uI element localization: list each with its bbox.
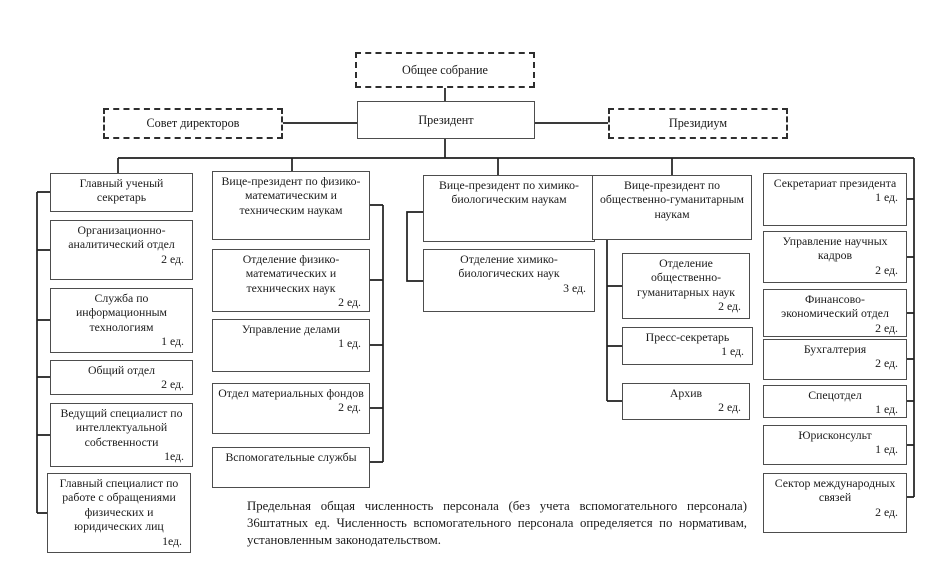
box-label: Отделение физико-математических и технич… <box>242 252 340 295</box>
box-label: Спецотдел <box>808 388 862 402</box>
box-label: Секретариат президента <box>773 176 897 190</box>
box-org-analytical-dept: Организационно-аналитический отдел 2 ед. <box>50 220 193 280</box>
box-label: Общий отдел <box>87 363 156 377</box>
box-label: Пресс-секретарь <box>645 330 730 344</box>
box-label: Президент <box>418 112 474 127</box>
box-support-services: Вспомогательные службы <box>212 447 370 488</box>
box-count: 2 ед. <box>718 299 741 314</box>
box-dept-phys-math: Отделение физико-математических и технич… <box>212 249 370 312</box>
box-material-funds-dept: Отдел материальных фондов 2 ед. <box>212 383 370 434</box>
box-special-dept: Спецотдел 1 ед. <box>763 385 907 418</box>
box-legal-counsel: Юрисконсульт 1 ед. <box>763 425 907 465</box>
box-vp-chem-bio: Вице-президент по химико-биологическим н… <box>423 175 595 242</box>
box-label: Организационно-аналитический отдел <box>68 223 175 252</box>
box-count: 1 ед. <box>875 190 898 205</box>
box-label: Отдел материальных фондов <box>218 386 364 400</box>
box-president-secretariat: Секретариат президента 1 ед. <box>763 173 907 226</box>
box-president: Президент <box>357 101 535 139</box>
staff-limit-footnote: Предельная общая численность персонала (… <box>247 499 747 547</box>
box-count: 1 ед. <box>721 344 744 359</box>
box-label: Общее собрание <box>402 62 488 77</box>
box-ip-specialist: Ведущий специалист по интеллектуальной с… <box>50 403 193 467</box>
box-label: Ведущий специалист по интеллектуальной с… <box>60 406 183 449</box>
box-dept-social-humanities: Отделение общественно-гуманитарных наук … <box>622 253 750 319</box>
box-label: Служба по информационным технологиям <box>75 291 168 334</box>
box-count: 2 ед. <box>338 400 361 415</box>
box-label: Отделение общественно-гуманитарных наук <box>637 256 735 299</box>
box-vp-phys-math: Вице-президент по физико-математическим … <box>212 171 370 240</box>
box-count: 3 ед. <box>563 280 586 295</box>
box-label: Архив <box>669 386 703 400</box>
box-vp-social-humanities: Вице-президент по общественно-гуманитарн… <box>592 175 752 240</box>
box-count: 2 ед. <box>875 320 898 335</box>
box-count: 2 ед. <box>875 356 898 371</box>
box-label: Управление делами <box>241 322 341 336</box>
box-count: 1 ед. <box>161 334 184 349</box>
box-international-relations-sector: Сектор международных связей 2 ед. <box>763 473 907 533</box>
box-chief-scientific-secretary: Главный ученый секретарь <box>50 173 193 212</box>
box-label: Бухгалтерия <box>803 342 867 356</box>
box-label: Отделение химико-биологических наук <box>458 252 560 281</box>
box-label: Совет директоров <box>146 116 240 131</box>
box-archive: Архив 2 ед. <box>622 383 750 420</box>
box-count: 2 ед. <box>875 262 898 277</box>
box-label: Главный специалист по работе с обращения… <box>59 476 179 534</box>
box-label: Вспомогательные службы <box>225 450 357 464</box>
box-count: 2 ед. <box>875 504 898 519</box>
box-general-assembly: Общее собрание <box>355 52 535 88</box>
box-label: Главный ученый секретарь <box>79 176 164 205</box>
box-finance-economic-dept: Финансово-экономический отдел 2 ед. <box>763 289 907 337</box>
box-count: 2 ед. <box>161 377 184 392</box>
box-label: Юрисконсульт <box>798 428 872 442</box>
box-citizens-requests-specialist: Главный специалист по работе с обращения… <box>47 473 191 553</box>
box-press-secretary: Пресс-секретарь 1 ед. <box>622 327 753 365</box>
box-label: Управление научных кадров <box>782 234 888 263</box>
box-label: Вице-президент по физико-математическим … <box>221 174 361 217</box>
box-presidium: Президиум <box>608 108 788 139</box>
box-accounting: Бухгалтерия 2 ед. <box>763 339 907 380</box>
box-general-dept: Общий отдел 2 ед. <box>50 360 193 395</box>
box-label: Вице-президент по общественно-гуманитарн… <box>599 178 745 221</box>
box-count: 2 ед. <box>161 251 184 266</box>
box-count: 1ед. <box>164 449 184 464</box>
box-count: 2 ед. <box>718 400 741 415</box>
box-label: Сектор международных связей <box>774 476 896 505</box>
box-count: 1ед. <box>162 533 182 548</box>
box-count: 1 ед. <box>338 336 361 351</box>
box-it-service: Служба по информационным технологиям 1 е… <box>50 288 193 353</box>
box-count: 1 ед. <box>875 402 898 417</box>
box-scientific-staff-dept: Управление научных кадров 2 ед. <box>763 231 907 283</box>
box-label: Президиум <box>668 116 728 131</box>
box-count: 2 ед. <box>338 295 361 310</box>
box-label: Финансово-экономический отдел <box>781 292 889 321</box>
box-count: 1 ед. <box>875 442 898 457</box>
box-administration-office: Управление делами 1 ед. <box>212 319 370 372</box>
box-board-of-directors: Совет директоров <box>103 108 283 139</box>
box-dept-chem-bio: Отделение химико-биологических наук 3 ед… <box>423 249 595 312</box>
box-label: Вице-президент по химико-биологическим н… <box>439 178 579 207</box>
